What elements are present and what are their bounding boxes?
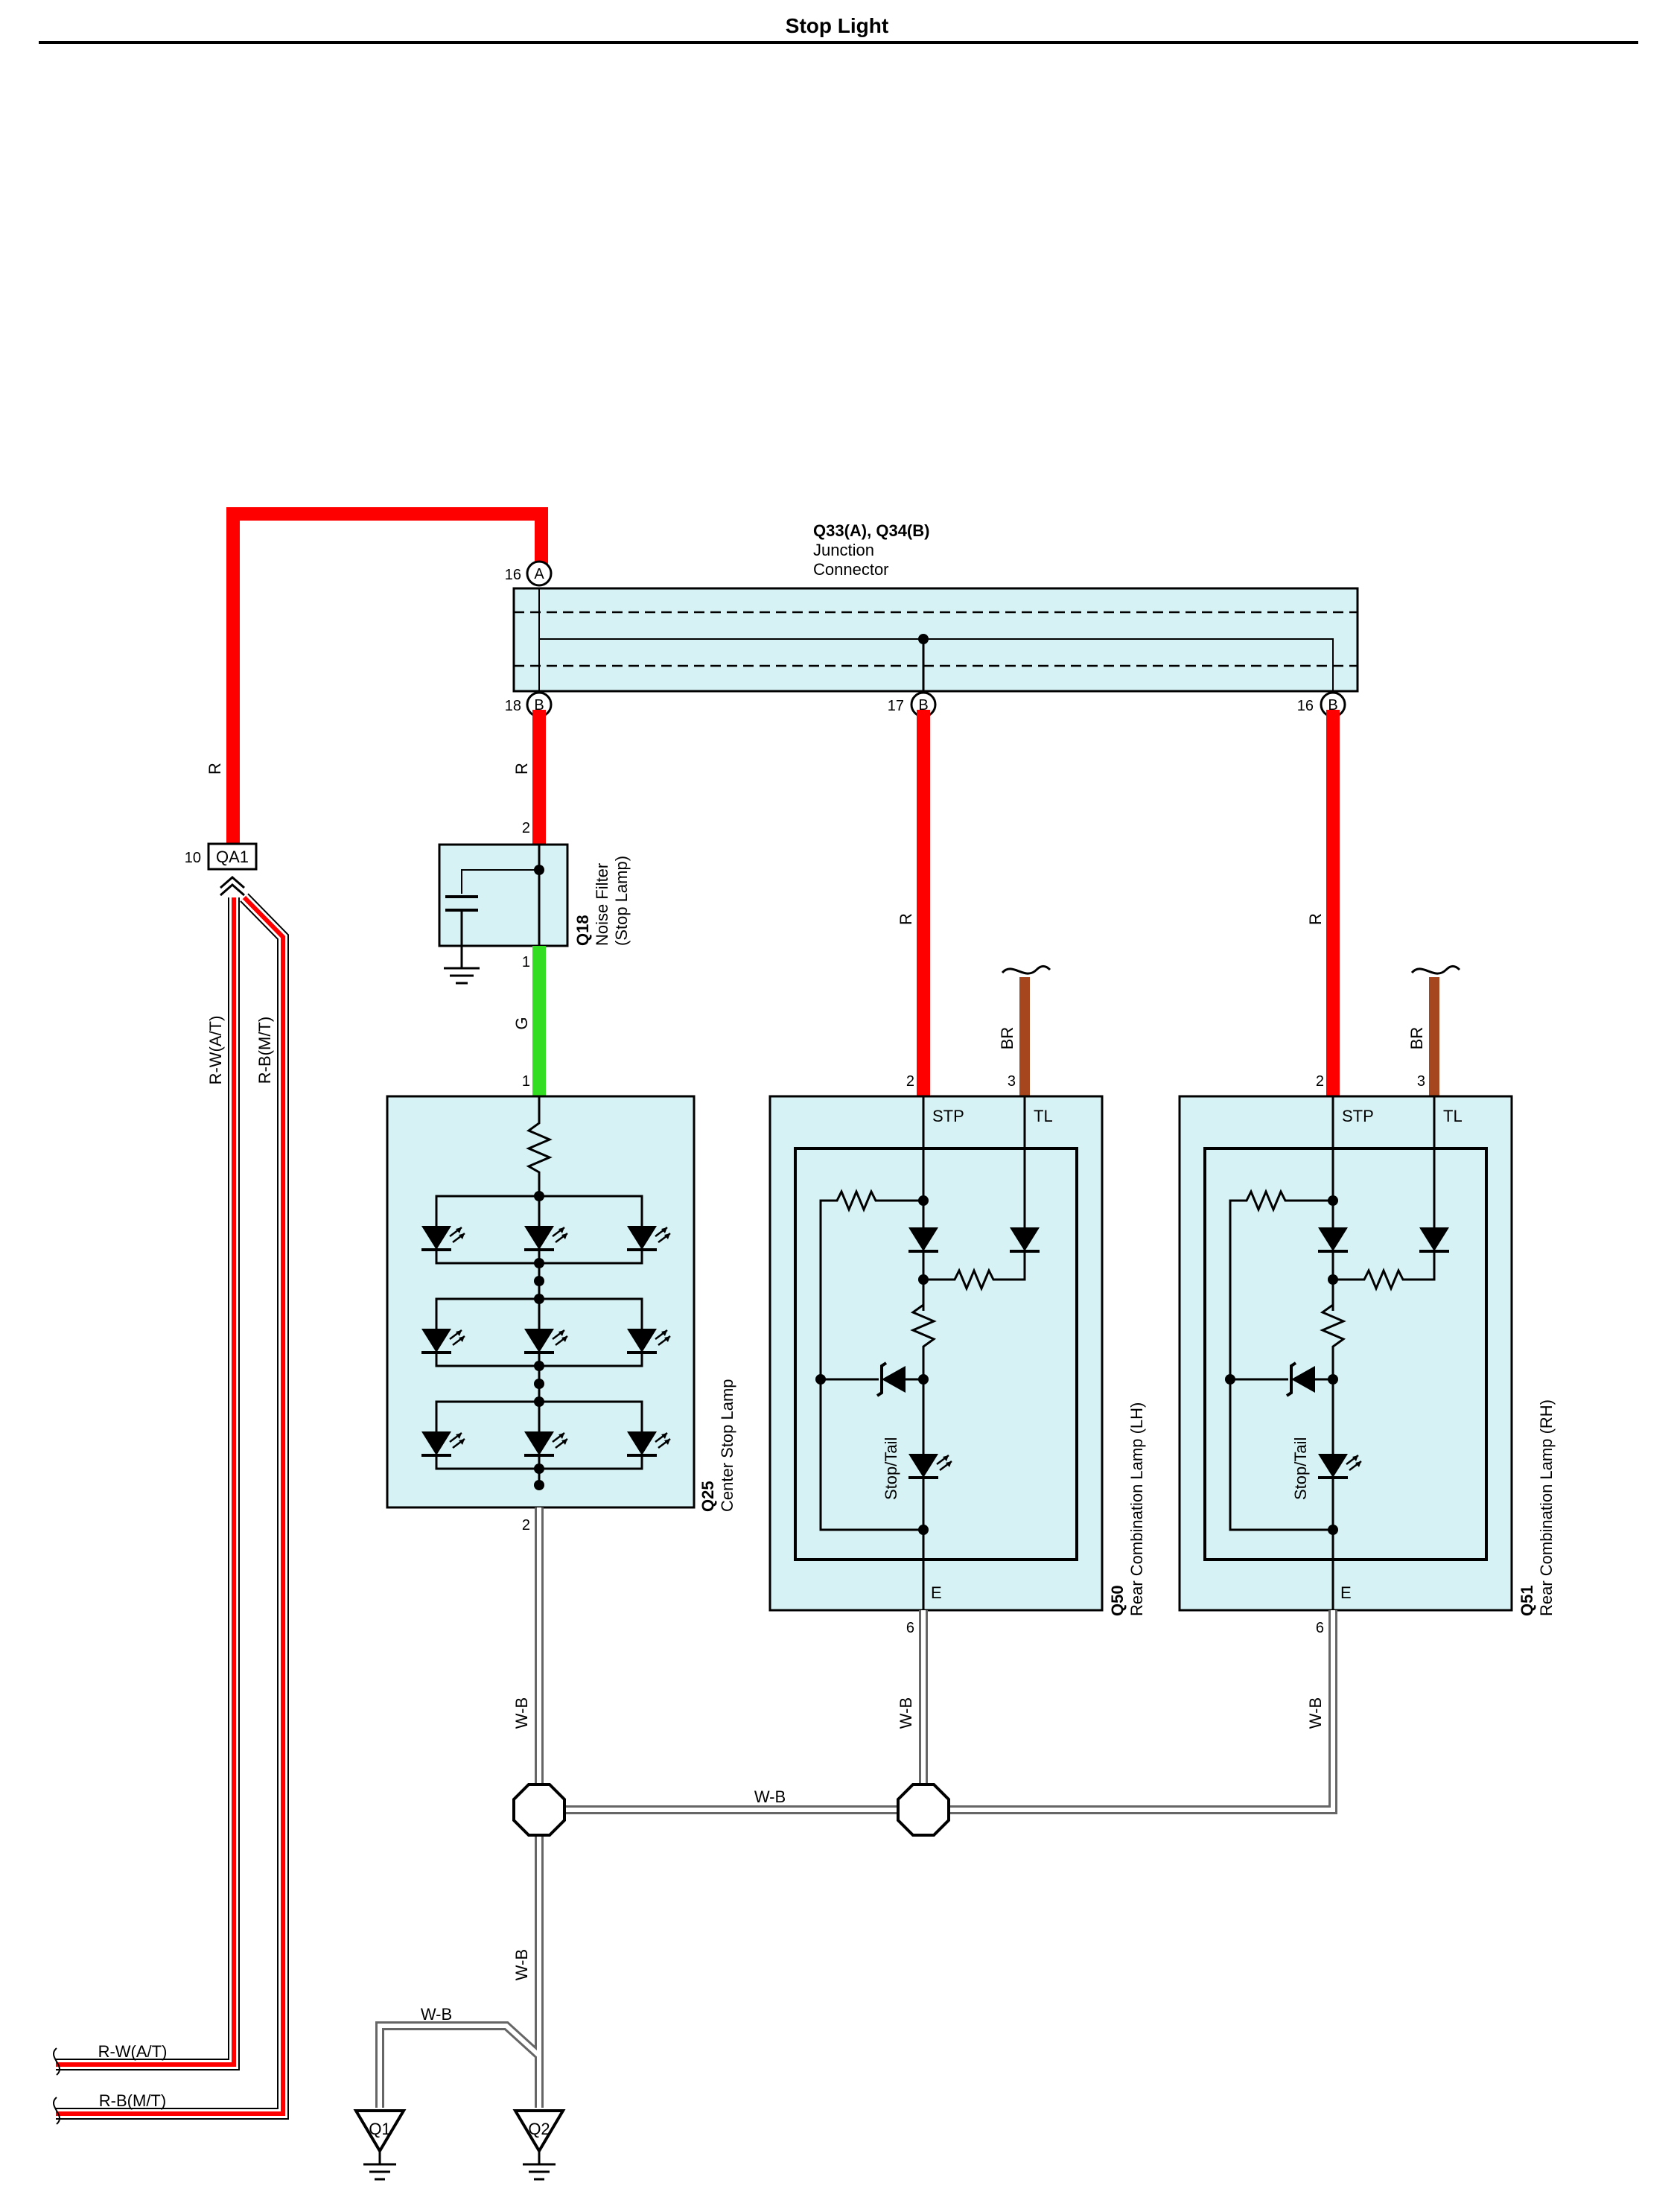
svg-text:Stop/Tail: Stop/Tail (1291, 1437, 1310, 1500)
svg-text:2: 2 (906, 1073, 914, 1090)
wire-r-rh: R (1306, 710, 1340, 1103)
svg-text:Stop/Tail: Stop/Tail (882, 1437, 900, 1500)
svg-text:2: 2 (522, 820, 530, 836)
svg-text:2: 2 (522, 1517, 530, 1534)
svg-text:Q18: Q18 (573, 915, 592, 946)
center-stop-lamp-q25: 1 2 Q25 Center Stop Lamp (386, 1073, 736, 1534)
wire-r-noise-filter: R (512, 710, 546, 851)
svg-text:W-B: W-B (512, 1697, 531, 1729)
wire-r-feed: R (206, 507, 548, 854)
svg-text:Q50: Q50 (1108, 1585, 1127, 1616)
svg-text:18: 18 (505, 698, 521, 714)
svg-text:R-W(A/T): R-W(A/T) (206, 1016, 225, 1085)
wire-r-b-mt: R-B(M/T) R-B(M/T) (56, 893, 289, 2120)
svg-text:W-B: W-B (512, 1949, 531, 1980)
svg-text:Q1: Q1 (369, 2120, 390, 2138)
svg-text:3: 3 (1417, 1073, 1425, 1090)
svg-text:E: E (1340, 1583, 1352, 1602)
svg-text:Noise Filter: Noise Filter (593, 863, 611, 946)
svg-text:W-B: W-B (897, 1697, 915, 1729)
svg-text:E: E (931, 1583, 942, 1602)
rear-combination-lamp-rh-q51: 2 3 6 STP TL E Stop/Tail Q51 Rear Combin… (1178, 1073, 1556, 1636)
wire-g: G (512, 946, 546, 1096)
svg-text:R: R (206, 763, 224, 775)
break-marks (52, 2047, 61, 2125)
svg-text:R-B(M/T): R-B(M/T) (99, 2091, 166, 2110)
junction-connector: Q33(A), Q34(B) Junction Connector (512, 521, 1359, 702)
svg-text:R-B(M/T): R-B(M/T) (255, 1017, 274, 1084)
svg-text:R: R (1306, 913, 1325, 925)
svg-text:B: B (1328, 697, 1337, 714)
svg-text:Q2: Q2 (528, 2120, 550, 2138)
svg-text:BR: BR (1407, 1027, 1426, 1050)
wire-br-lh: BR (998, 964, 1051, 1096)
svg-text:1: 1 (522, 954, 530, 970)
svg-text:2: 2 (1316, 1073, 1324, 1090)
svg-text:1: 1 (522, 1073, 530, 1090)
svg-text:16: 16 (505, 567, 521, 583)
svg-text:R-W(A/T): R-W(A/T) (98, 2042, 168, 2061)
svg-text:Q51: Q51 (1518, 1585, 1536, 1616)
junction-pin-a16: A 16 (505, 560, 553, 587)
svg-text:W-B: W-B (754, 1787, 786, 1806)
noise-filter-q18: 2 1 Q18 Noise Filter (Stop Lamp) (438, 820, 631, 985)
svg-text:W-B: W-B (421, 2005, 452, 2024)
svg-text:17: 17 (888, 698, 904, 714)
ground-q2: Q2 (514, 2109, 564, 2181)
svg-text:10: 10 (185, 850, 201, 866)
splice-middle (897, 1783, 950, 1837)
wire-r-lh: R (897, 710, 930, 1103)
page-title: Stop Light (786, 14, 888, 37)
svg-text:3: 3 (1008, 1073, 1016, 1090)
rear-combination-lamp-lh-q50: 2 3 6 STP TL E Stop/Tail Q50 Rear Combin… (768, 1073, 1146, 1636)
svg-text:Rear Combination Lamp (RH): Rear Combination Lamp (RH) (1537, 1399, 1556, 1616)
svg-text:BR: BR (998, 1027, 1016, 1050)
svg-text:B: B (534, 697, 544, 714)
ground-q1: Q1 (354, 2109, 405, 2181)
svg-text:Center Stop Lamp: Center Stop Lamp (718, 1379, 736, 1512)
wire-r-w-at: R-W(A/T) R-W(A/T) (56, 897, 240, 2070)
svg-text:16: 16 (1297, 698, 1314, 714)
svg-text:(Stop Lamp): (Stop Lamp) (612, 856, 631, 946)
svg-text:QA1: QA1 (216, 848, 249, 866)
svg-text:Q25: Q25 (698, 1481, 717, 1512)
svg-text:R: R (512, 763, 531, 775)
svg-text:TL: TL (1034, 1107, 1053, 1125)
svg-text:B: B (918, 697, 928, 714)
svg-text:STP: STP (1342, 1107, 1374, 1125)
svg-text:W-B: W-B (1306, 1697, 1325, 1729)
svg-text:TL: TL (1443, 1107, 1463, 1125)
svg-text:A: A (534, 566, 544, 582)
wire-br-rh: BR (1407, 964, 1461, 1096)
svg-text:6: 6 (906, 1620, 914, 1636)
svg-text:R: R (897, 913, 915, 925)
connector-qa1: QA1 10 (185, 842, 258, 897)
svg-text:Rear Combination Lamp (LH): Rear Combination Lamp (LH) (1127, 1402, 1146, 1616)
svg-text:STP: STP (932, 1107, 964, 1125)
splice-left (512, 1783, 566, 1837)
svg-text:Junction: Junction (813, 541, 874, 559)
svg-text:6: 6 (1316, 1620, 1324, 1636)
svg-text:Connector: Connector (813, 560, 889, 579)
svg-text:G: G (512, 1017, 531, 1029)
svg-text:Q33(A), Q34(B): Q33(A), Q34(B) (813, 521, 929, 540)
